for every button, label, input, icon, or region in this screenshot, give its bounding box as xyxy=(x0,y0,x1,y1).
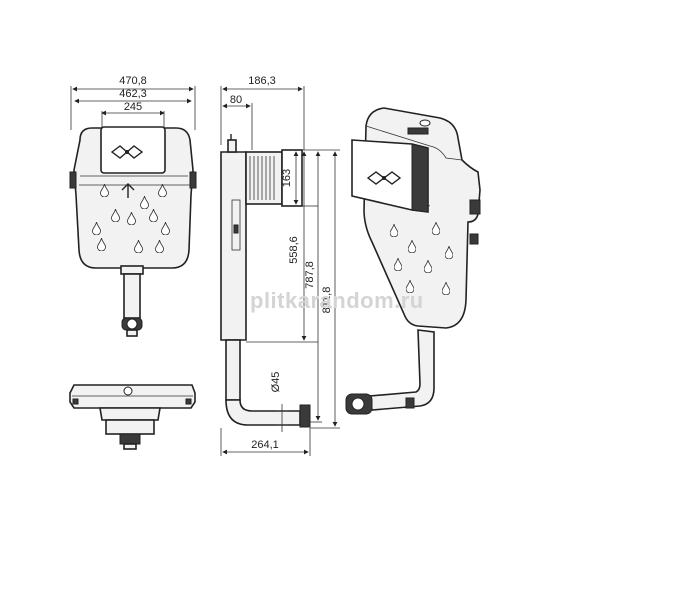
side-outlet-collar xyxy=(245,151,283,205)
iso-drain-pipe xyxy=(369,329,435,411)
side-top-dimensions: 186,3 80 xyxy=(220,75,305,150)
iso-flush-symbol-icon xyxy=(366,171,402,185)
dim-side-bottom-depth: 264,1 xyxy=(251,439,279,451)
front-view: 470,8 462,3 245 xyxy=(69,75,197,337)
side-view: 186,3 80 xyxy=(220,75,340,456)
watermark: plitkarandom.ru xyxy=(250,288,424,313)
up-arrow-icon xyxy=(121,183,135,198)
side-tank-body xyxy=(220,151,247,341)
isometric-view xyxy=(345,107,481,415)
top-view xyxy=(69,384,196,450)
pipe-diameter-dimension: Ø45 xyxy=(270,372,288,432)
dim-front-total-width: 470,8 xyxy=(119,75,147,87)
dim-pipe-diameter: Ø45 xyxy=(270,372,282,393)
flush-symbol-icon xyxy=(110,145,144,159)
side-drain-pipe xyxy=(225,339,241,401)
side-bottom-dimension: 264,1 xyxy=(220,428,311,456)
front-flush-plate xyxy=(100,126,166,174)
dim-side-outlet-height: 163 xyxy=(281,169,293,187)
dim-side-mid-height: 787,8 xyxy=(304,261,316,289)
dim-side-total-depth: 186,3 xyxy=(248,75,276,87)
dim-side-total-height: 811,8 xyxy=(321,287,333,314)
dim-front-inner-width: 462,3 xyxy=(119,88,147,100)
side-outlet-ribs xyxy=(249,156,275,200)
front-dimensions: 470,8 462,3 245 xyxy=(70,75,196,130)
dim-front-panel-width: 245 xyxy=(124,101,142,113)
dim-side-body-height: 558,6 xyxy=(288,236,300,264)
dim-side-upper-depth: 80 xyxy=(230,94,242,106)
side-right-dimensions: 163 558,6 787,8 811,8 xyxy=(246,149,340,429)
front-outlet-pipe xyxy=(123,273,141,319)
